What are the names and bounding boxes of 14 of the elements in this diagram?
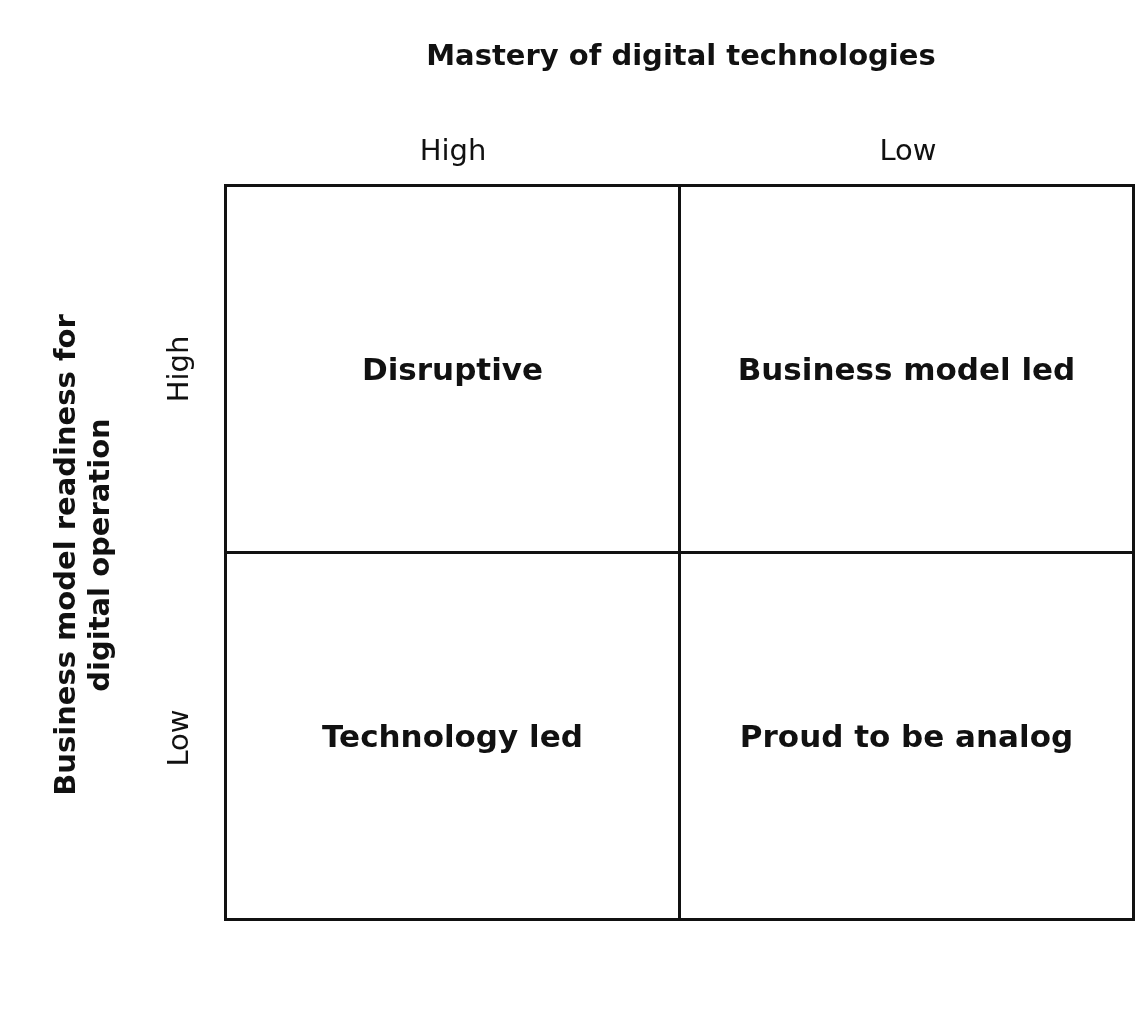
matrix-cell: [224, 551, 681, 921]
matrix-cell: [678, 551, 1135, 921]
axis-title: Mastery of digital technologies: [425, 38, 937, 72]
quadrant-label: Technology led: [322, 718, 583, 754]
quadrant-label: Proud to be analog: [739, 718, 1074, 754]
axis-level-label: High: [161, 334, 195, 405]
quadrant-label: Disruptive: [361, 351, 543, 387]
quadrant-label: Business model led: [737, 351, 1076, 387]
axis-level-label: Low: [878, 133, 938, 167]
matrix-cell: [224, 184, 681, 554]
axis-level-label: High: [418, 133, 488, 167]
axis-level-label: Low: [161, 708, 195, 769]
axis-title: Business model readiness for digital operation: [48, 313, 116, 798]
matrix-cell: [678, 184, 1135, 554]
